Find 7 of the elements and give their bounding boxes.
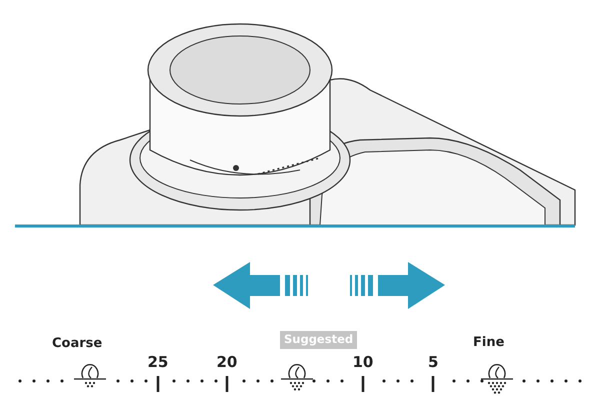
- scale-end-label: Fine: [473, 336, 504, 349]
- scale-number: 25: [148, 355, 168, 370]
- scale-number: 5: [428, 355, 438, 370]
- suggested-badge: Suggested: [280, 331, 358, 348]
- scale-number: 20: [216, 355, 238, 370]
- scale-number: 10: [352, 355, 374, 370]
- scale-end-label: Coarse: [52, 337, 102, 350]
